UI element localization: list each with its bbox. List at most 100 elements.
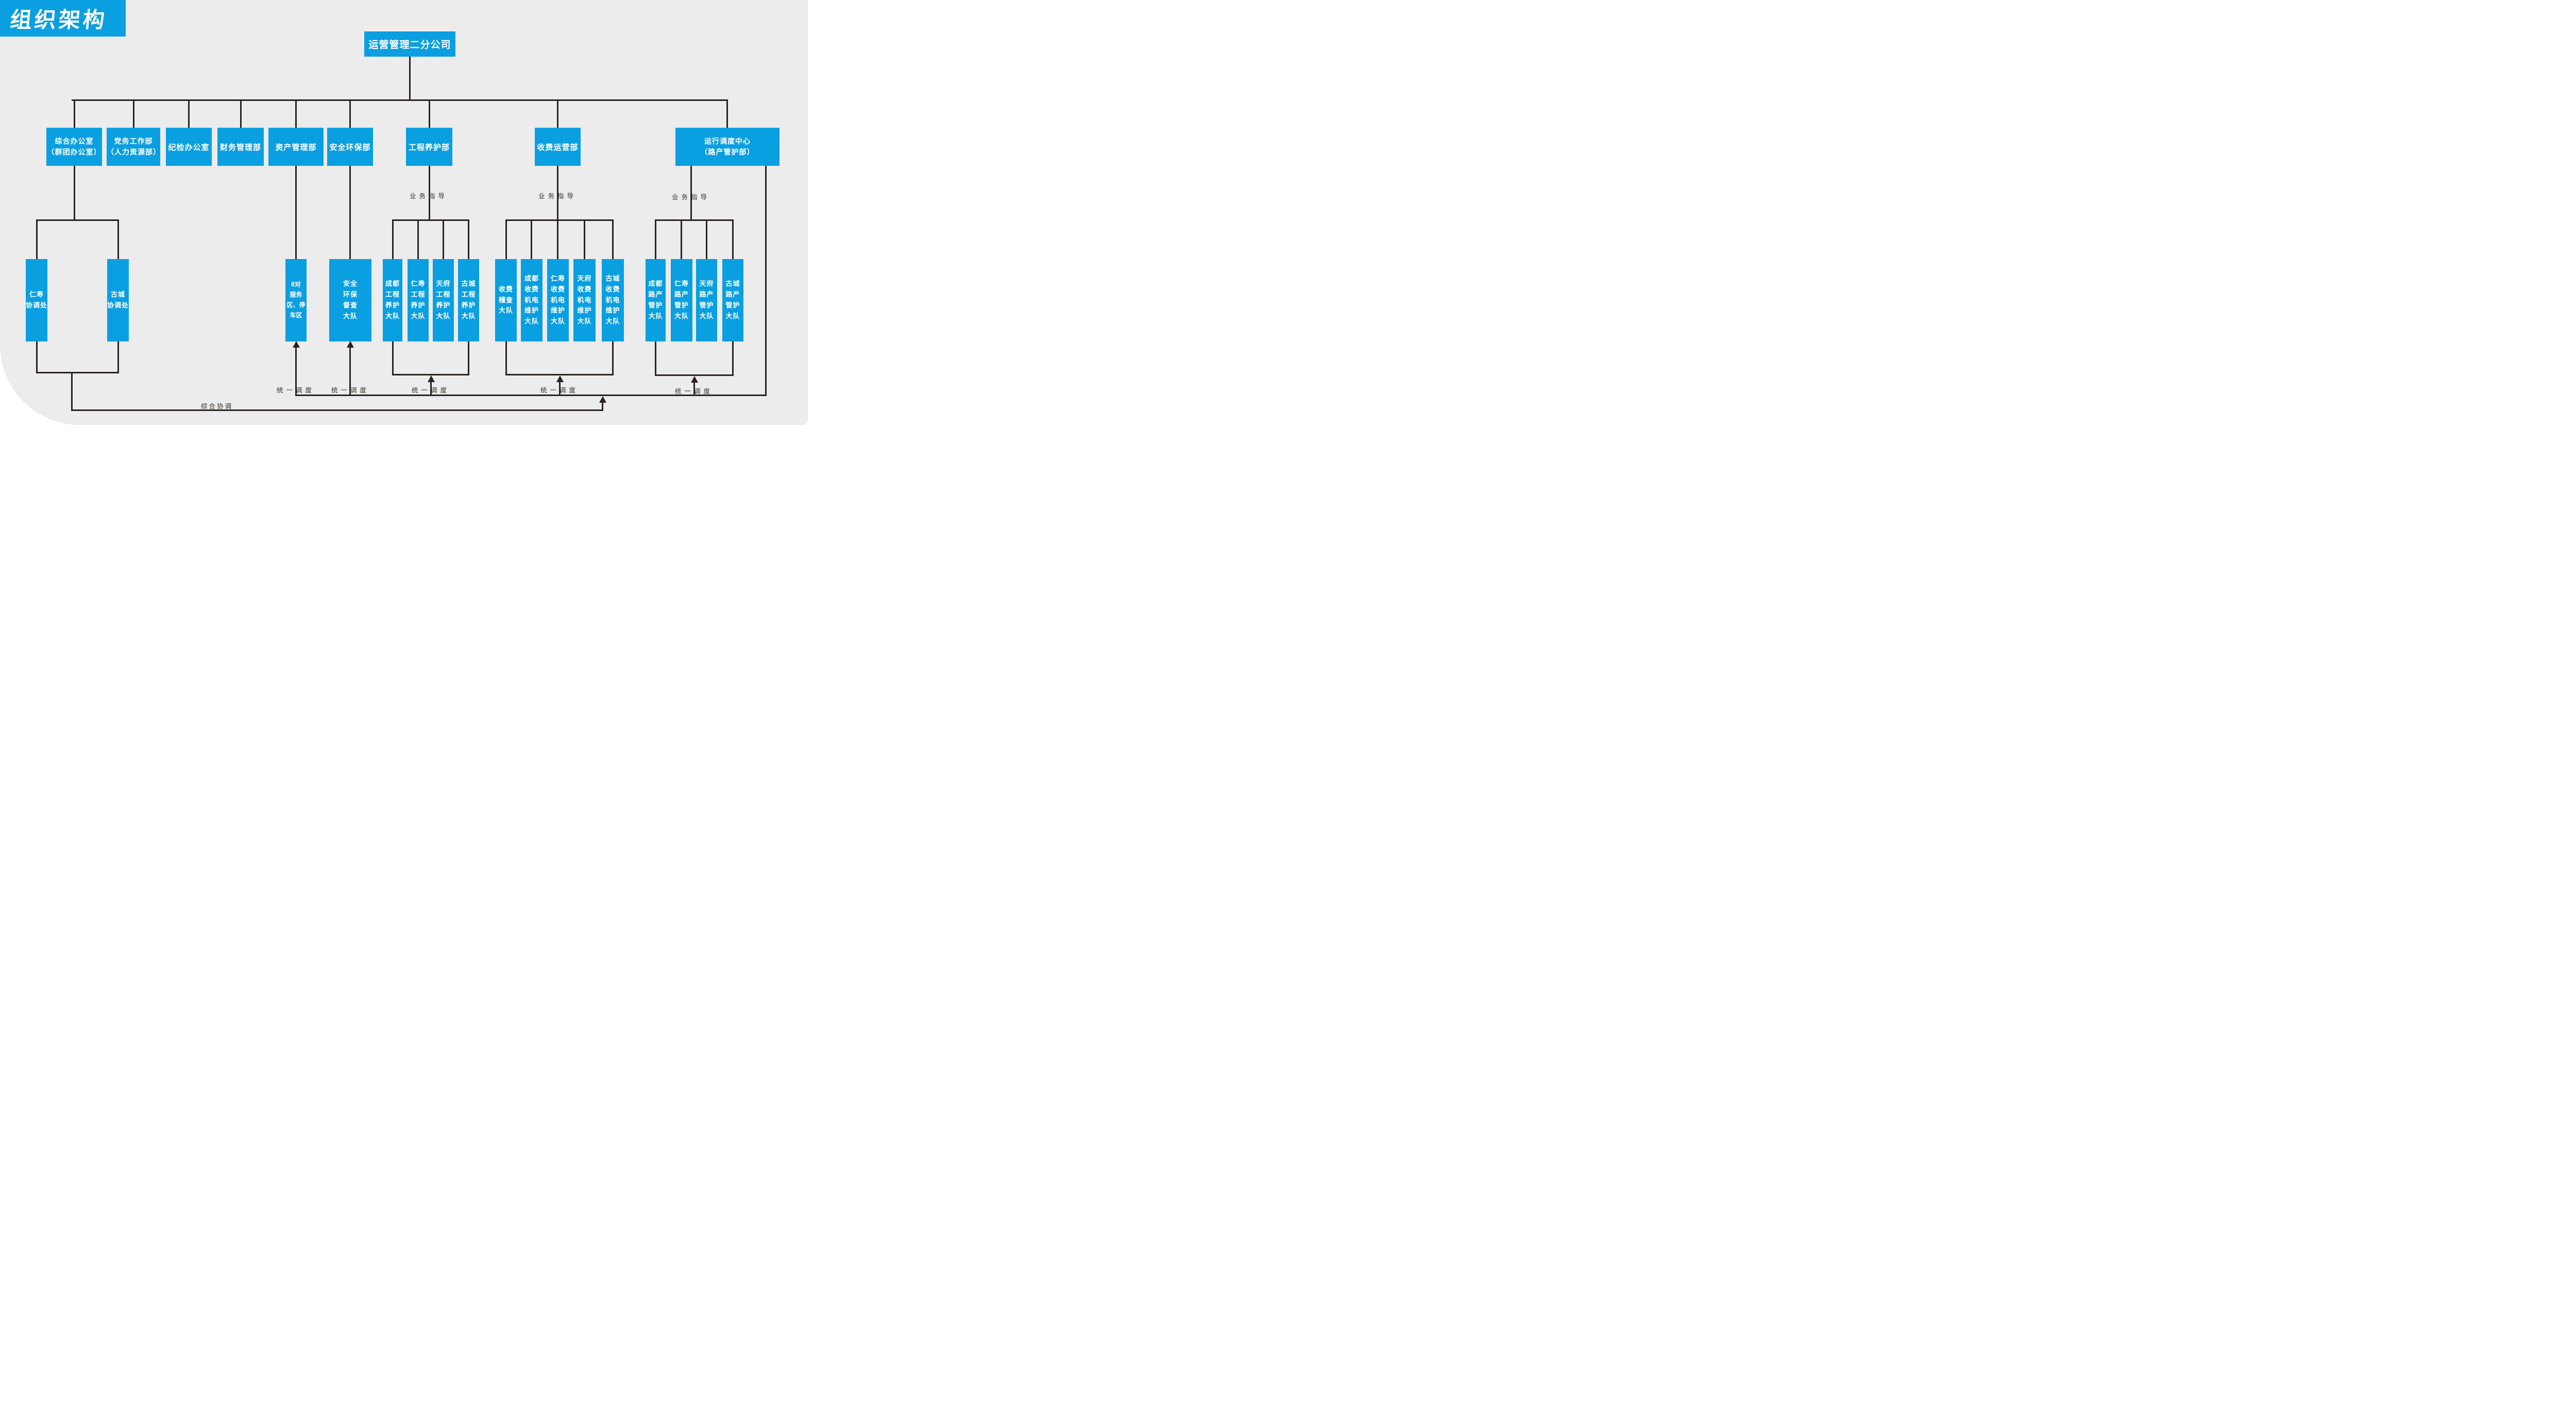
connector-line (73, 166, 75, 221)
arrow-up-icon (599, 396, 606, 403)
page-title: 组织架构 (9, 8, 108, 32)
connector-line (681, 219, 682, 259)
connector-line (36, 219, 119, 221)
connector-line (36, 341, 38, 373)
connector-line (188, 99, 190, 128)
dept-node-safety-environment: 安全环保部 (327, 128, 373, 166)
connector-line (655, 374, 734, 376)
connector-line (72, 99, 728, 101)
connector-line (557, 166, 558, 259)
team-node-gucheng-engineering-brigade: 古城 工程 养护 大队 (458, 259, 479, 341)
connector-line (392, 374, 469, 375)
team-node-tianfu-road-brigade: 天府 路产 管护 大队 (696, 259, 717, 341)
connector-line (655, 341, 656, 376)
connector-line (132, 99, 134, 128)
connector-line (36, 372, 119, 373)
arrow-up-icon (556, 375, 564, 382)
connector-line (765, 166, 767, 396)
connector-line (392, 219, 394, 259)
arrow-up-icon (427, 375, 435, 382)
unified-dispatch-label: 统一调度 (276, 387, 315, 394)
connector-line (349, 99, 351, 128)
connector-line (655, 219, 734, 221)
connector-line (468, 341, 469, 375)
connector-line (71, 372, 73, 411)
connector-line (690, 166, 692, 221)
team-node-gucheng-road-brigade: 古城 路产 管护 大队 (722, 259, 743, 341)
business-guidance-label: 业务指导 (409, 193, 448, 200)
connector-line (559, 380, 561, 396)
connector-line (295, 99, 297, 128)
connector-line (505, 219, 614, 221)
unified-dispatch-label: 统一调度 (411, 387, 450, 394)
connector-line (602, 400, 603, 411)
page-title-badge: 组织架构 (0, 0, 126, 37)
connector-line (655, 219, 656, 259)
connector-line (443, 219, 444, 259)
connector-line (349, 347, 351, 396)
org-chart: 组织架构 (0, 0, 808, 425)
dept-node-asset-management: 资产管理部 (268, 128, 324, 166)
dept-node-general-office: 综合办公室 （群团办公室） (46, 128, 102, 166)
connector-line (392, 219, 469, 221)
team-node-toll-inspection-brigade: 收费 稽查 大队 (495, 259, 517, 341)
business-guidance-label: 业务指导 (538, 193, 577, 200)
connector-line (295, 347, 297, 396)
connector-line (732, 341, 734, 376)
team-node-renshou-coordination: 仁寿 协调处 (26, 259, 47, 341)
connector-line (505, 341, 507, 375)
team-node-gucheng-coordination: 古城 协调处 (107, 259, 129, 341)
connector-line (505, 374, 614, 375)
connector-line (71, 409, 603, 411)
connector-line (295, 395, 767, 396)
unified-dispatch-label: 统一调度 (540, 387, 579, 394)
team-node-renshou-engineering-brigade: 仁寿 工程 养护 大队 (408, 259, 429, 341)
connector-line (726, 99, 728, 128)
team-node-safety-inspection-brigade: 安全 环保 督查 大队 (329, 259, 371, 341)
org-root-node: 运营管理二分公司 (364, 31, 455, 57)
connector-line (706, 219, 707, 259)
unified-dispatch-label: 统一调度 (331, 387, 369, 394)
connector-line (417, 219, 419, 259)
arrow-up-icon (346, 341, 354, 348)
connector-line (468, 219, 469, 259)
team-node-renshou-toll-mechatronics-brigade: 仁寿 收费 机电 维护 大队 (547, 259, 569, 341)
connector-line (531, 219, 532, 259)
connector-line (117, 219, 119, 259)
team-node-service-areas: 8对 服务 区、停 车区 (285, 259, 307, 341)
connector-line (392, 341, 394, 375)
team-node-tianfu-engineering-brigade: 天府 工程 养护 大队 (433, 259, 454, 341)
connector-line (117, 341, 119, 373)
business-guidance-label: 业务指导 (671, 194, 710, 201)
dept-node-discipline-inspection: 纪检办公室 (166, 128, 212, 166)
connector-line (693, 380, 695, 396)
comprehensive-coordination-label: 综合协调 (200, 403, 233, 410)
connector-line (557, 99, 558, 128)
connector-line (295, 166, 297, 259)
connector-line (430, 380, 432, 396)
team-node-chengdu-road-brigade: 成都 路产 管护 大队 (646, 259, 666, 341)
connector-line (732, 219, 734, 259)
connector-line (73, 99, 75, 128)
connector-line (428, 99, 430, 128)
connector-line (240, 99, 242, 128)
connector-line (36, 219, 38, 259)
connector-line (612, 219, 614, 259)
chart-background (0, 0, 808, 425)
dept-node-finance: 财务管理部 (217, 128, 264, 166)
dept-node-toll-operations: 收费运营部 (535, 128, 581, 166)
arrow-up-icon (690, 376, 698, 383)
dept-node-dispatch-center: 运行调度中心 （路产管护部） (675, 128, 779, 166)
unified-dispatch-label: 统一调度 (674, 388, 713, 395)
connector-line (612, 341, 614, 375)
team-node-renshou-road-brigade: 仁寿 路产 管护 大队 (671, 259, 692, 341)
connector-line (584, 219, 585, 259)
team-node-gucheng-toll-mechatronics-brigade: 古城 收费 机电 维护 大队 (602, 259, 624, 341)
team-node-chengdu-engineering-brigade: 成都 工程 养护 大队 (383, 259, 402, 341)
team-node-tianfu-toll-mechatronics-brigade: 天府 收费 机电 维护 大队 (573, 259, 596, 341)
connector-line (409, 57, 411, 101)
team-node-chengdu-toll-mechatronics-brigade: 成都 收费 机电 维护 大队 (521, 259, 543, 341)
connector-line (349, 166, 351, 259)
dept-node-party-affairs: 党务工作部 （人力资源部） (107, 128, 160, 166)
arrow-up-icon (292, 341, 300, 348)
